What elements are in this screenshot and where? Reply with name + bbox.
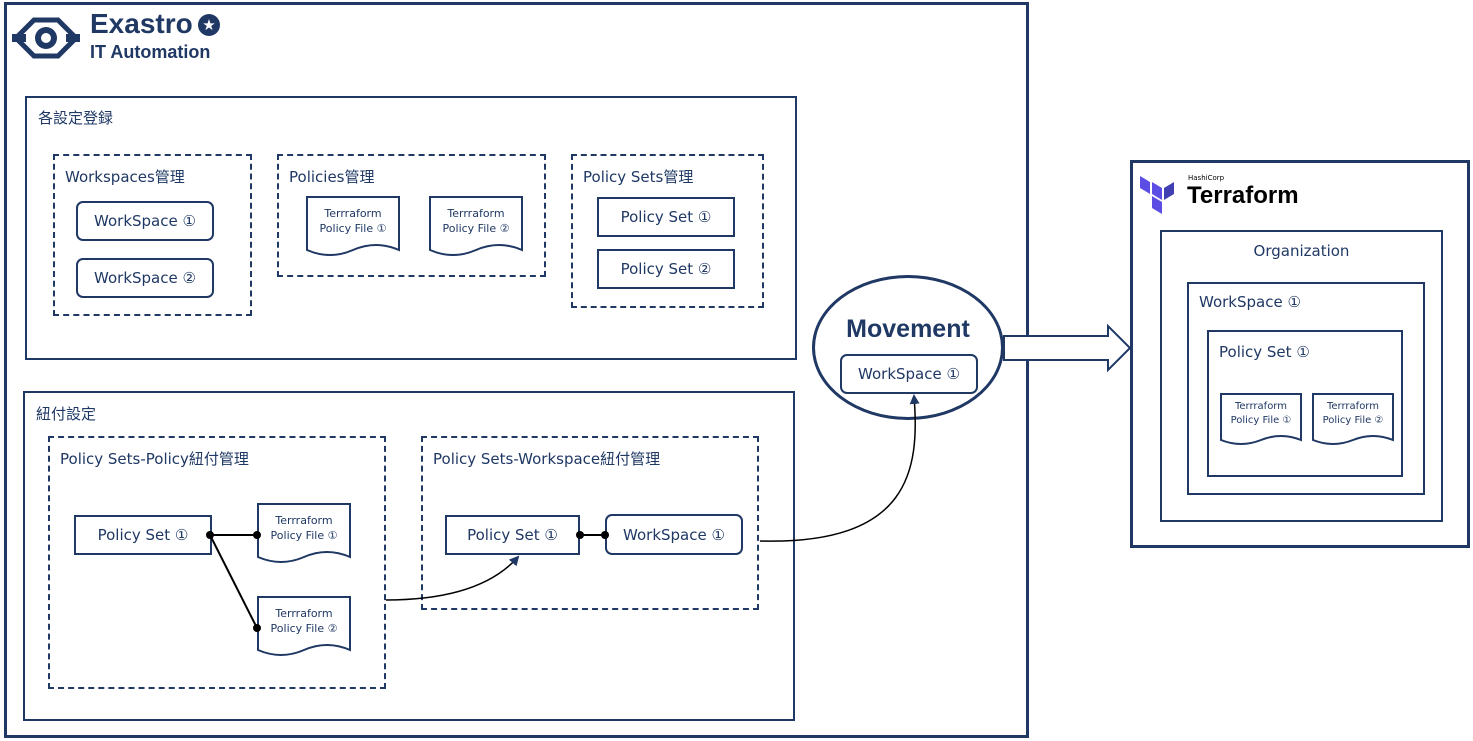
tf-policy-set-title: Policy Set ①	[1219, 343, 1310, 361]
ps-policy-connectors	[209, 534, 258, 629]
doc-line1: Terrraform	[275, 607, 333, 620]
tf-organization-box	[1160, 230, 1443, 522]
exastro-star-icon: ★	[198, 14, 220, 36]
ps-workspace-policy-set-box: Policy Set ①	[445, 515, 580, 555]
ps-workspace-connector-dots	[576, 531, 609, 539]
movement-ellipse	[812, 275, 1004, 420]
ps-workspace-group	[421, 436, 759, 610]
doc-line1: Terrraform	[275, 514, 333, 527]
curve-arrow-to-ps-workspace	[385, 555, 520, 601]
workspace-2-box: WorkSpace ②	[76, 258, 214, 298]
doc-line2: Policy File ②	[1322, 415, 1384, 426]
tf-workspace-title: WorkSpace ①	[1199, 293, 1301, 311]
curve-arrow-to-movement	[759, 394, 920, 542]
ps-policy-group	[48, 436, 386, 689]
ps-policy-policy-set-box: Policy Set ①	[74, 515, 212, 555]
doc-line1: Terrraform	[1327, 401, 1379, 412]
register-panel-title: 各設定登録	[38, 109, 114, 127]
ps-policy-group-title: Policy Sets-Policy紐付管理	[60, 450, 249, 468]
ps-policy-connector-dots	[206, 531, 261, 632]
doc-line2: Policy File ②	[442, 222, 510, 235]
movement-title: Movement	[846, 315, 970, 343]
ps-workspace-workspace-box: WorkSpace ①	[605, 514, 743, 555]
exastro-frame	[4, 2, 1029, 738]
doc-line1: Terrraform	[324, 207, 382, 220]
exastro-logo-icon	[12, 17, 80, 59]
exastro-title: Exastro	[90, 8, 193, 39]
terraform-frame	[1130, 160, 1470, 548]
terraform-title: Terraform	[1187, 182, 1299, 209]
tf-organization-title: Organization	[1253, 242, 1350, 260]
terraform-logo-icon	[1140, 176, 1174, 214]
tf-policy-set-box	[1207, 330, 1403, 477]
register-panel	[25, 96, 797, 360]
doc-line2: Policy File ①	[319, 222, 387, 235]
doc-line1: Terrraform	[1235, 401, 1287, 412]
policies-group-title: Policies管理	[289, 168, 375, 186]
policy-set-1-box: Policy Set ①	[597, 197, 735, 237]
ps-workspace-group-title: Policy Sets-Workspace紐付管理	[433, 450, 661, 468]
policies-group	[277, 154, 546, 277]
exastro-subtitle: IT Automation	[90, 42, 211, 62]
link-panel	[23, 391, 795, 721]
doc-line2: Policy File ②	[270, 622, 338, 635]
big-arrow-to-terraform	[1003, 323, 1132, 373]
link-panel-title: 紐付設定	[36, 405, 97, 423]
doc-line2: Policy File ①	[1230, 415, 1292, 426]
exastro-logo: Exastro ★ IT Automation	[10, 8, 225, 66]
doc-line1: Terrraform	[447, 207, 505, 220]
terraform-logo: HashiCorp Terraform	[1140, 174, 1320, 218]
workspaces-group	[53, 154, 252, 316]
doc-line2: Policy File ①	[270, 529, 338, 542]
workspace-1-box: WorkSpace ①	[76, 201, 214, 241]
policy-set-2-box: Policy Set ②	[597, 249, 735, 289]
movement-workspace-box: WorkSpace ①	[840, 354, 978, 394]
policy-sets-group	[571, 154, 764, 308]
workspaces-group-title: Workspaces管理	[65, 168, 185, 186]
policy-sets-group-title: Policy Sets管理	[583, 168, 694, 186]
terraform-company: HashiCorp	[1188, 174, 1225, 182]
tf-workspace-box	[1187, 282, 1425, 495]
